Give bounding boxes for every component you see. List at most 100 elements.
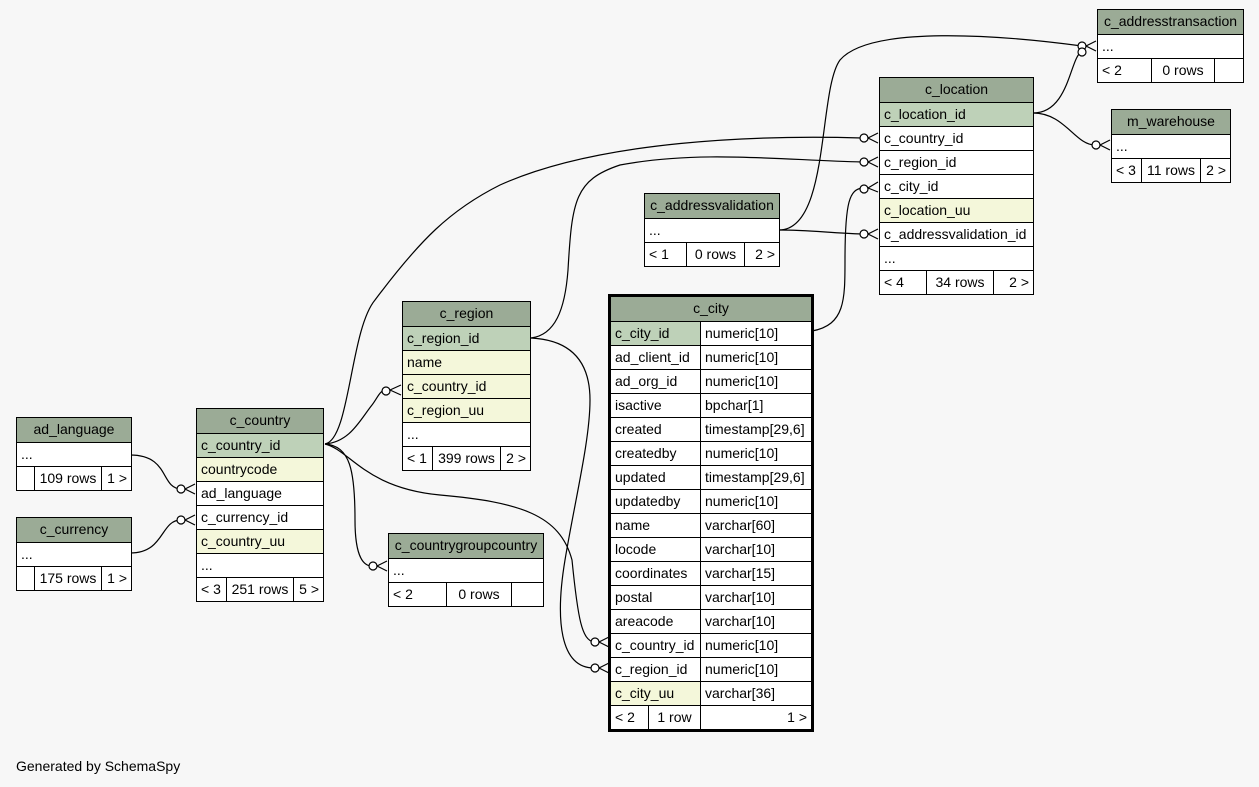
row-count: 251 rows bbox=[226, 578, 293, 601]
column-type: varchar[36] bbox=[700, 682, 811, 705]
column-type: numeric[10] bbox=[700, 490, 811, 513]
column: c_addressvalidation_id bbox=[884, 226, 1027, 242]
parents-count: < 2 bbox=[615, 709, 635, 725]
edge-language-country bbox=[129, 454, 182, 490]
column-name: name bbox=[615, 517, 651, 533]
column-pk: c_location_id bbox=[880, 103, 1033, 126]
edge-country-region bbox=[324, 389, 387, 445]
children-count: 2 > bbox=[500, 447, 530, 470]
column: ... bbox=[21, 446, 33, 462]
table-title: c_countrygroupcountry bbox=[389, 534, 543, 558]
parents-count: < 2 bbox=[1102, 62, 1122, 78]
column: ad_language bbox=[201, 485, 282, 501]
table-title: c_addressvalidation bbox=[645, 194, 779, 218]
row-count: 399 rows bbox=[432, 447, 500, 470]
column-name: updated bbox=[615, 469, 666, 485]
column: c_region_id bbox=[884, 154, 957, 170]
column-name: ad_org_id bbox=[615, 373, 678, 389]
children-count: 2 > bbox=[993, 271, 1033, 294]
row-count: 11 rows bbox=[1141, 159, 1200, 182]
row-count: 0 rows bbox=[446, 583, 511, 606]
parents-count: < 4 bbox=[884, 274, 904, 290]
children-count: 1 > bbox=[101, 567, 131, 590]
column: ... bbox=[1102, 38, 1114, 54]
table-title: c_region bbox=[403, 302, 530, 326]
column-pk: c_country_id bbox=[197, 434, 323, 457]
edge-location-addrtrans bbox=[1032, 51, 1083, 114]
children-count: 1 > bbox=[700, 706, 811, 729]
edge-region-location bbox=[530, 156, 863, 339]
column-name: createdby bbox=[615, 445, 677, 461]
column-name: isactive bbox=[615, 397, 662, 413]
column-indexed: name bbox=[403, 351, 530, 374]
parents-count: < 1 bbox=[649, 246, 669, 262]
column-type: timestamp[29,6] bbox=[700, 466, 811, 489]
column-type: numeric[10] bbox=[700, 346, 811, 369]
column: ... bbox=[201, 557, 213, 573]
column: c_currency_id bbox=[201, 509, 289, 525]
table-c-addressvalidation[interactable]: c_addressvalidation ... < 1 0 rows 2 > bbox=[644, 193, 780, 267]
column-type: numeric[10] bbox=[700, 658, 811, 681]
column-name: c_city_id bbox=[611, 322, 700, 345]
column-pk: c_region_id bbox=[403, 327, 530, 350]
parents-count bbox=[17, 567, 34, 590]
column-type: numeric[10] bbox=[700, 442, 811, 465]
table-title: c_addresstransaction bbox=[1098, 10, 1243, 34]
column-name: ad_client_id bbox=[615, 349, 690, 365]
table-title: c_country bbox=[197, 409, 323, 433]
children-count bbox=[511, 583, 543, 606]
table-c-location[interactable]: c_location c_location_id c_country_id c_… bbox=[879, 77, 1034, 295]
table-title: m_warehouse bbox=[1112, 110, 1230, 134]
column: ... bbox=[1116, 138, 1128, 154]
children-count: 5 > bbox=[293, 578, 323, 601]
row-count: 175 rows bbox=[34, 567, 101, 590]
column-indexed: c_region_uu bbox=[403, 399, 530, 422]
parents-count: < 2 bbox=[393, 586, 413, 602]
table-ad-language[interactable]: ad_language ... 109 rows 1 > bbox=[16, 417, 132, 491]
edge-region-city bbox=[530, 337, 595, 669]
column: ... bbox=[407, 426, 419, 442]
generated-by-label: Generated by SchemaSpy bbox=[16, 758, 181, 774]
table-title: c_city bbox=[611, 297, 811, 321]
parents-count bbox=[17, 467, 34, 490]
edge-country-location bbox=[324, 136, 863, 445]
parents-count: < 3 bbox=[1116, 162, 1136, 178]
column: c_city_id bbox=[884, 178, 939, 194]
column-name: locode bbox=[615, 541, 657, 557]
column-name: c_region_id bbox=[615, 661, 688, 677]
table-m-warehouse[interactable]: m_warehouse ... < 3 11 rows 2 > bbox=[1111, 109, 1231, 183]
table-c-addresstransaction[interactable]: c_addresstransaction ... < 2 0 rows bbox=[1097, 9, 1244, 83]
table-c-currency[interactable]: c_currency ... 175 rows 1 > bbox=[16, 517, 132, 591]
edge-location-warehouse bbox=[1032, 112, 1096, 146]
column-name: created bbox=[615, 421, 662, 437]
column-type: numeric[10] bbox=[700, 322, 811, 345]
column: c_country_id bbox=[884, 130, 964, 146]
column-type: numeric[10] bbox=[700, 370, 811, 393]
table-c-countrygroupcountry[interactable]: c_countrygroupcountry ... < 2 0 rows bbox=[388, 533, 544, 607]
row-count: 34 rows bbox=[926, 271, 993, 294]
children-count: 2 > bbox=[744, 243, 779, 266]
table-c-region[interactable]: c_region c_region_id name c_country_id c… bbox=[402, 301, 531, 471]
children-count: 2 > bbox=[1200, 159, 1230, 182]
column: ... bbox=[649, 222, 661, 238]
row-count: 0 rows bbox=[686, 243, 744, 266]
children-count: 1 > bbox=[101, 467, 131, 490]
edge-addrval-location bbox=[778, 229, 863, 235]
column-type: varchar[15] bbox=[700, 562, 811, 585]
column-indexed: c_country_uu bbox=[197, 530, 323, 553]
column: ... bbox=[21, 546, 33, 562]
table-c-country[interactable]: c_country c_country_id countrycode ad_la… bbox=[196, 408, 324, 602]
column: ... bbox=[884, 250, 896, 266]
column-name: areacode bbox=[615, 613, 674, 629]
row-count: 0 rows bbox=[1151, 59, 1214, 82]
column-type: varchar[60] bbox=[700, 514, 811, 537]
row-count: 109 rows bbox=[34, 467, 101, 490]
column-type: numeric[10] bbox=[700, 634, 811, 657]
column-name: c_city_uu bbox=[611, 682, 700, 705]
column-type: timestamp[29,6] bbox=[700, 418, 811, 441]
column-type: varchar[10] bbox=[700, 538, 811, 561]
column-indexed: c_country_id bbox=[403, 375, 530, 398]
parents-count: < 1 bbox=[407, 450, 427, 466]
column-type: bpchar[1] bbox=[700, 394, 811, 417]
